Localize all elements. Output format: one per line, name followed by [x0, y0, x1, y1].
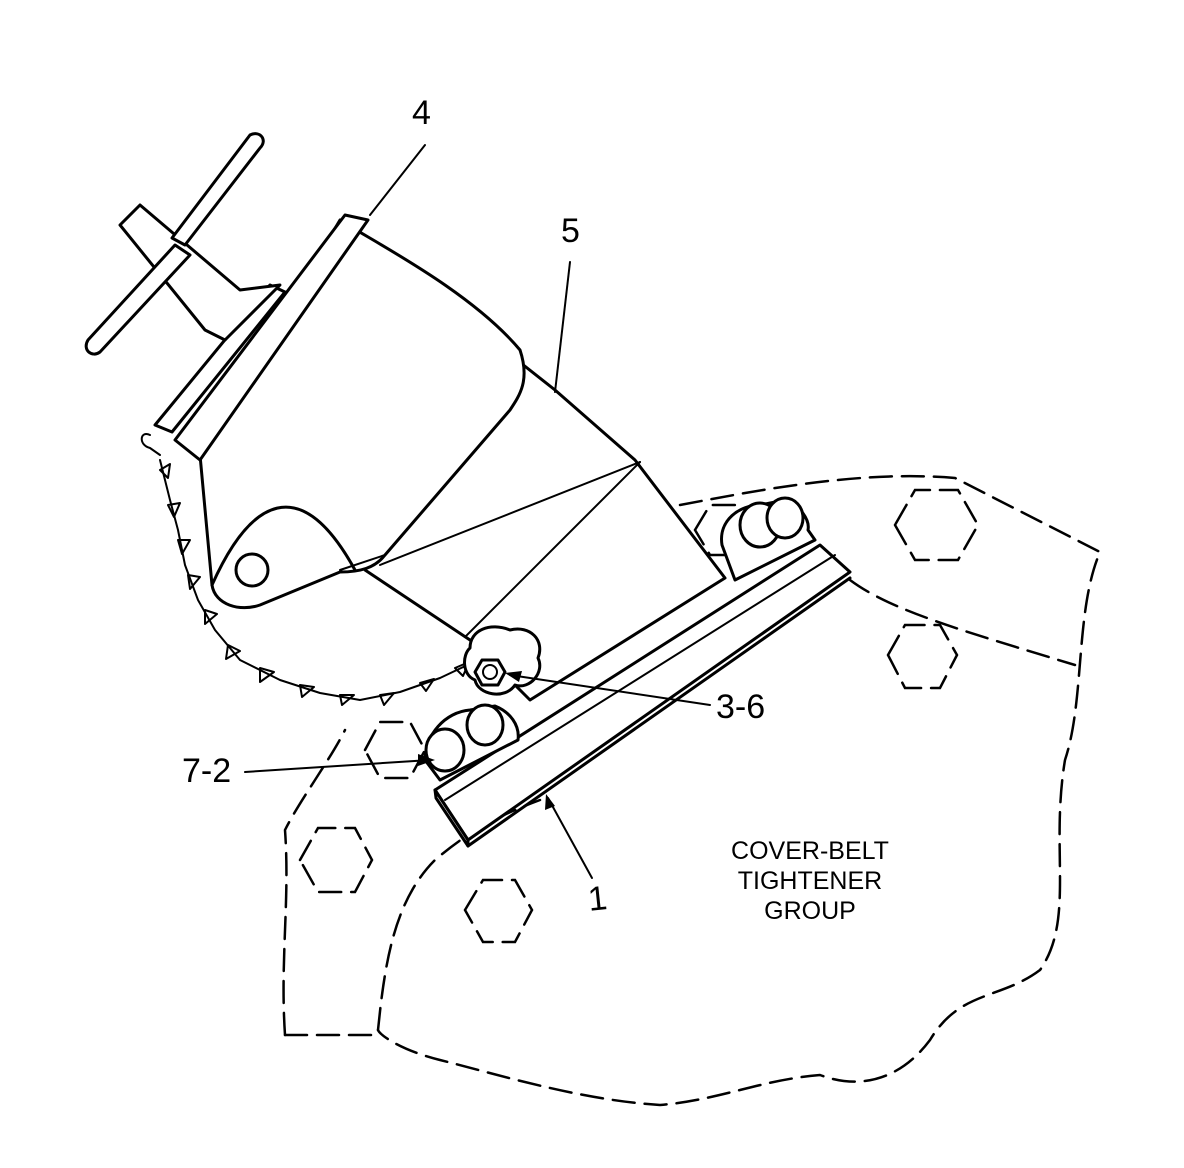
lockwasher-nut: [463, 625, 542, 696]
callout-item-5: 5: [561, 212, 580, 250]
callout-item-1: 1: [586, 879, 609, 919]
group-label-line-1: COVER-BELT: [731, 837, 889, 865]
filler-cap: [84, 132, 370, 462]
callout-item-3-6: 3-6: [716, 688, 766, 726]
mounting-plate: [433, 543, 852, 848]
filler-body: [198, 218, 727, 702]
callout-item-4: 4: [412, 94, 431, 132]
retaining-chain: [140, 433, 479, 706]
group-label-line-2: TIGHTENER: [737, 867, 883, 895]
bolt-lower: [423, 703, 520, 782]
group-label-line-3: GROUP: [764, 897, 856, 925]
callout-item-7-2: 7-2: [182, 752, 232, 790]
leader-lines: [244, 144, 711, 879]
cover-belt-tightener-group-label: COVER-BELT TIGHTENER GROUP: [700, 836, 920, 926]
bolt-upper: [720, 496, 817, 582]
